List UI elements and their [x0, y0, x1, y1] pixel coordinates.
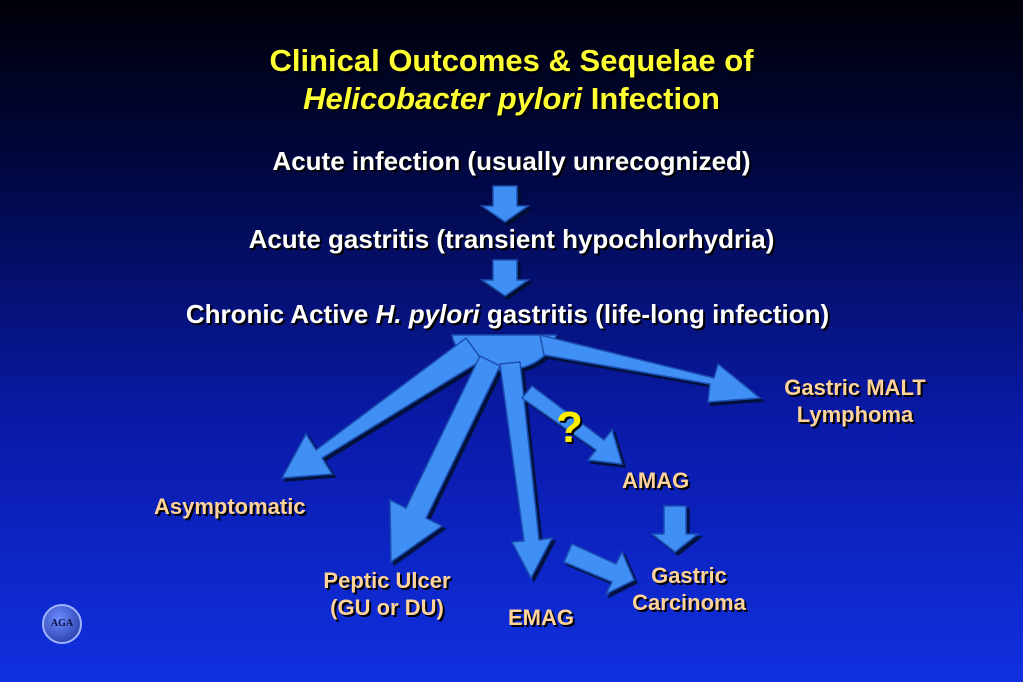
stage-acute-gastritis: Acute gastritis (transient hypochlorhydr… — [248, 224, 775, 254]
stage-acute-infection: Acute infection (usually unrecognized) — [272, 146, 751, 176]
arrow-to-peptic-ulcer — [389, 354, 501, 564]
outcome-asymptomatic: Asymptomatic — [154, 494, 306, 519]
chronic-suffix: gastritis (life-long infection) — [479, 299, 830, 329]
chronic-organism: H. pylori — [375, 299, 480, 329]
aga-logo: AGA — [42, 604, 82, 644]
arrow-to-malt-lymphoma — [539, 333, 762, 403]
outcome-peptic-ulcer: Peptic Ulcer (GU or DU) — [297, 567, 477, 621]
outcome-amag: AMAG — [622, 468, 690, 493]
title-suffix: Infection — [582, 81, 720, 116]
arrow-infection-to-gastritis — [479, 185, 531, 223]
ulcer-line-2: (GU or DU) — [330, 595, 444, 620]
outcome-gastric-carcinoma: Gastric Carcinoma — [604, 562, 774, 616]
arrow-gastritis-to-chronic — [479, 259, 531, 297]
arrow-to-asymptomatic — [280, 336, 484, 479]
carcinoma-line-1: Gastric — [651, 563, 727, 588]
carcinoma-line-2: Carcinoma — [632, 590, 746, 615]
outcome-malt-lymphoma: Gastric MALT Lymphoma — [755, 374, 955, 428]
outcome-emag: EMAG — [508, 605, 574, 630]
arrow-to-emag — [499, 361, 554, 580]
malt-line-1: Gastric MALT — [784, 375, 926, 400]
chronic-prefix: Chronic Active — [185, 299, 376, 329]
ulcer-line-1: Peptic Ulcer — [323, 568, 451, 593]
malt-line-2: Lymphoma — [796, 402, 914, 427]
title-line-1: Clinical Outcomes & Sequelae of — [269, 43, 754, 78]
arrow-emag-to-carcinoma — [563, 543, 635, 596]
arrow-to-amag — [520, 384, 624, 465]
stage-chronic-gastritis: Chronic Active H. pylori gastritis (life… — [0, 299, 1019, 329]
uncertain-link-question-mark: ? — [556, 403, 583, 452]
title-organism: Helicobacter pylori — [303, 81, 583, 116]
arrow-amag-to-carcinoma — [649, 505, 701, 553]
title-line-2: Helicobacter pylori Infection — [0, 80, 1023, 118]
